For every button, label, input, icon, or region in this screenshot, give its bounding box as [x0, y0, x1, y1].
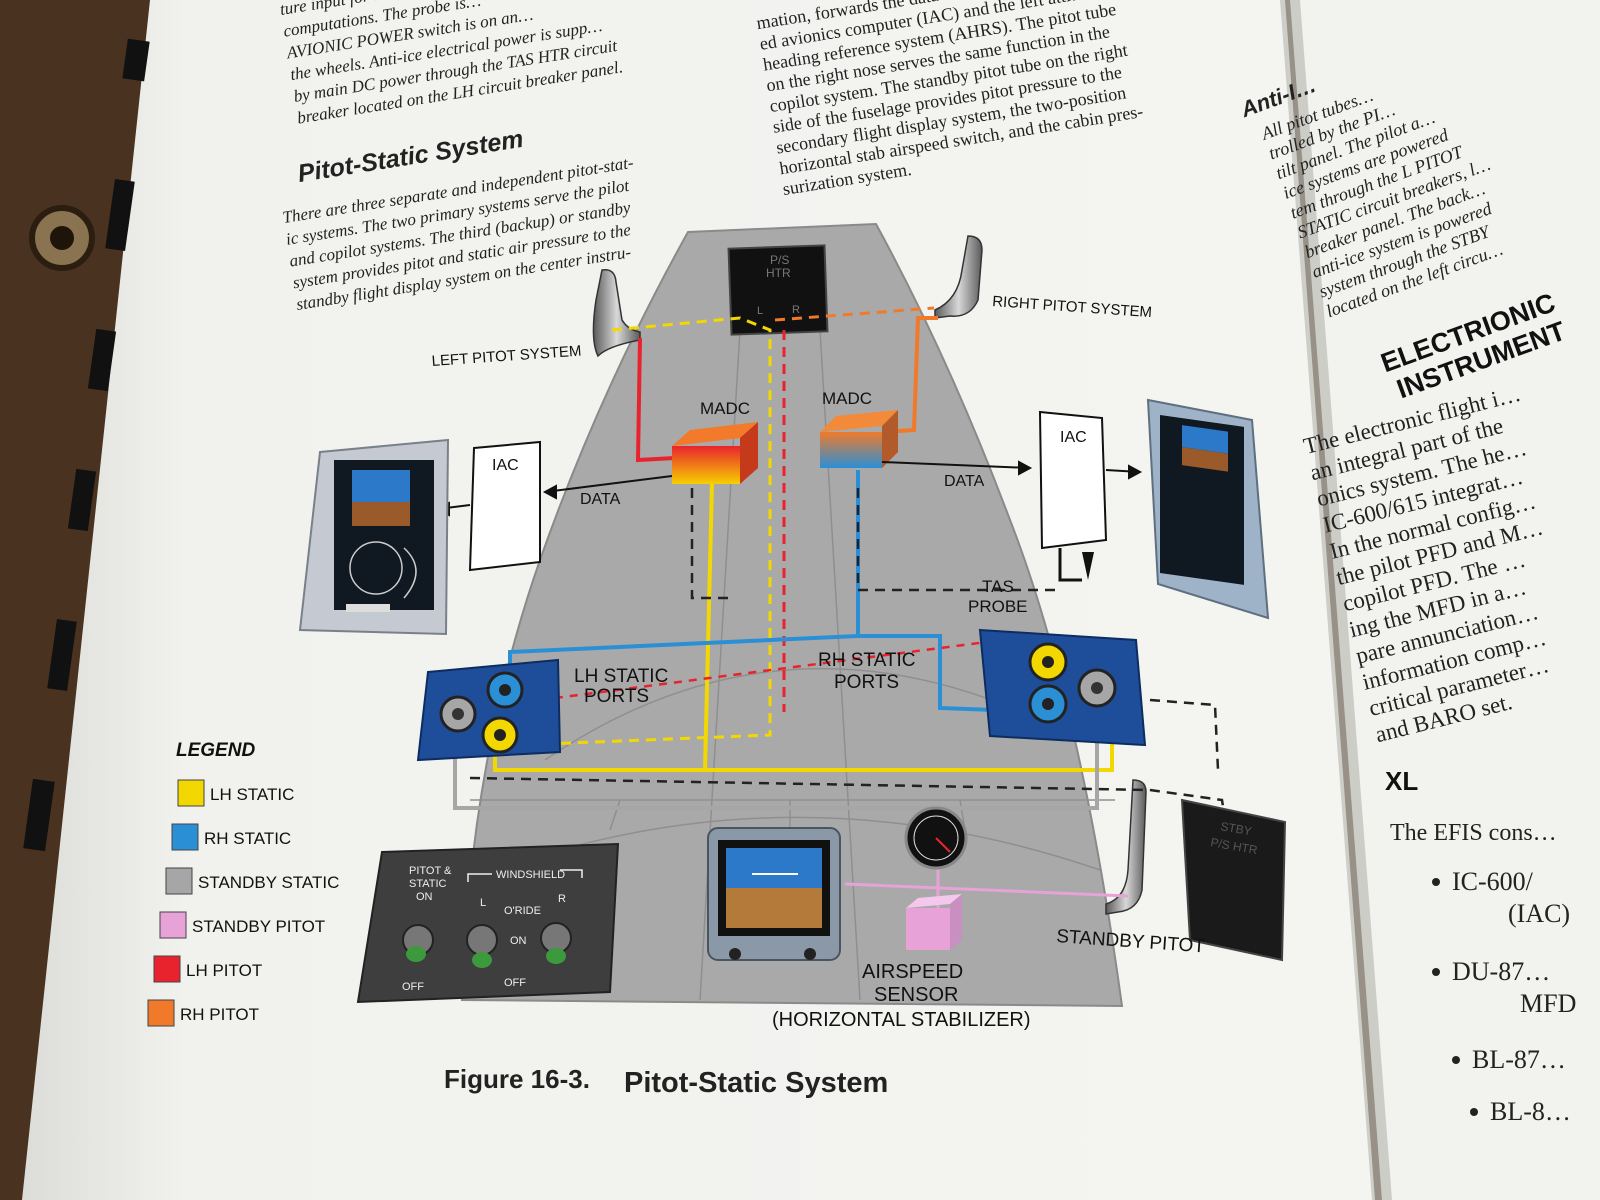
facing-bullet: BL-8… [1490, 1097, 1571, 1126]
stby-heater-wire [469, 776, 1232, 851]
windshield-left-toggle[interactable] [466, 924, 498, 968]
windshield-right-toggle[interactable] [540, 922, 572, 964]
tas-data-left [690, 488, 735, 600]
ps-htr-label-ps: P/S [770, 253, 789, 267]
stby-label: STBY [1219, 819, 1252, 838]
oride-label: O'RIDE [504, 905, 541, 917]
data-left-label: DATA [580, 491, 621, 508]
legend-swatch [165, 867, 193, 895]
lh-static-dashed [519, 316, 772, 747]
bullet-dot [1452, 1056, 1460, 1064]
iac-right-label: IAC [1060, 429, 1087, 446]
sensor-label: SENSOR [874, 984, 958, 1006]
ps-htr-label-htr: HTR [766, 266, 791, 280]
legend-swatch [153, 955, 181, 983]
tas-data-right [856, 488, 1060, 592]
data-arrows [435, 460, 1143, 517]
standby-pitot-line [844, 882, 1129, 898]
lh-static-port-link [493, 752, 705, 772]
iac-left-label: IAC [492, 457, 519, 474]
facing-bullet: (IAC) [1508, 899, 1570, 928]
facing-page-text-3: XL The EFIS cons… IC-600/ (IAC) DU-87… MFD B… [1385, 766, 1576, 1126]
page-edge-tabs [23, 38, 150, 852]
facing-para-efis: The EFIS cons… [1390, 820, 1557, 846]
iac-right-box: IAC [1038, 410, 1108, 582]
rh-static-label: RH STATIC [818, 650, 915, 671]
iac-left-box: IAC [468, 440, 541, 572]
madc-left-box: MADC [672, 399, 758, 484]
switch-pitot-label: PITOT & [409, 865, 452, 877]
legend-swatch [171, 823, 199, 851]
legend-swatch [147, 999, 175, 1027]
windshield-l-label: L [480, 897, 486, 909]
left-pfd-display [298, 438, 450, 636]
airspeed-sensor-box [906, 894, 962, 950]
rh-pitot-dashed [774, 306, 935, 322]
madc-right-box: MADC [820, 389, 898, 468]
right-pitot-tube [934, 235, 983, 319]
right-column-text: mation, forwards the data to the pilot i… [755, 0, 1148, 199]
windshield-off-label: OFF [504, 977, 526, 989]
facing-heading-xl: XL [1385, 766, 1418, 796]
bullet-dot [1470, 1108, 1478, 1116]
svg-text:mation, forwards the data to t: mation, forwards the data to the pilot i… [755, 0, 1148, 199]
ps-htr-r: R [792, 304, 800, 316]
legend-title: LEGEND [176, 740, 255, 761]
tas-label: TAS [982, 577, 1014, 596]
standby-static-line [453, 700, 1099, 810]
legend-label: LH PITOT [186, 961, 262, 980]
rh-ports-label: PORTS [834, 672, 899, 693]
switch-off-label: OFF [402, 981, 424, 993]
windshield-label: WINDSHIELD [496, 869, 565, 881]
rh-static-ports-panel [978, 628, 1147, 747]
switch-static-label: STATIC [409, 878, 447, 890]
lh-static-ports-panel [416, 658, 562, 762]
facing-bullet: MFD [1520, 989, 1576, 1018]
legend: LEGEND LH STATIC RH STATIC STANDBY STATIC S… [147, 740, 339, 1027]
switch-on-label: ON [416, 891, 433, 903]
pitot-static-diagram: P/S HTR L R [147, 222, 1287, 1099]
figure-number: Figure 16-3. [444, 1064, 590, 1094]
standby-airspeed-gauge [904, 806, 968, 870]
stby-heater-wire-2 [1149, 698, 1220, 771]
madc-left-label: MADC [700, 399, 750, 418]
legend-swatch [159, 911, 187, 939]
standby-pitot-tube [1105, 779, 1147, 915]
windshield-on-label: ON [510, 935, 527, 947]
right-pfd-display [1146, 398, 1270, 620]
ps-htr-l: L [757, 305, 763, 317]
lh-pitot-line [635, 337, 676, 463]
standby-flight-display [707, 827, 841, 961]
ps-htr-panel: P/S HTR L R [727, 244, 829, 336]
lh-ports-label: PORTS [584, 686, 649, 707]
airspeed-label: AIRSPEED [862, 961, 963, 983]
lh-pitot-dash-2 [539, 638, 1003, 702]
legend-swatch [177, 779, 205, 807]
fuselage-outline [460, 222, 1124, 1008]
data-right-label: DATA [944, 473, 985, 490]
legend-label: LH STATIC [210, 785, 294, 804]
facing-bullet: BL-87… [1472, 1045, 1566, 1074]
bullet-dot [1432, 878, 1440, 886]
legend-label: STANDBY STATIC [198, 873, 339, 892]
pitot-static-switch-panel: PITOT & STATIC ON OFF WINDSHIELD L R O'R… [356, 842, 620, 1004]
figure-caption: Figure 16-3. Pitot-Static System [444, 1064, 888, 1099]
probe-label: PROBE [968, 597, 1028, 616]
facing-bullet: IC-600/ [1452, 867, 1534, 896]
horizontal-stabilizer-label: (HORIZONTAL STABILIZER) [772, 1009, 1031, 1031]
facing-bullet: DU-87… [1452, 957, 1550, 986]
figure-title: Pitot-Static System [624, 1067, 888, 1099]
legend-label: RH PITOT [180, 1005, 259, 1024]
madc-right-label: MADC [822, 389, 872, 408]
pitot-static-toggle[interactable] [402, 924, 434, 962]
bullet-dot [1432, 968, 1440, 976]
legend-label: RH STATIC [204, 829, 291, 848]
legend-label: STANDBY PITOT [192, 917, 325, 936]
left-pitot-tube [592, 269, 641, 358]
lh-static-label: LH STATIC [574, 666, 668, 687]
windshield-r-label: R [558, 893, 566, 905]
stby-ps-htr-panel: STBY P/S HTR [1180, 798, 1287, 962]
